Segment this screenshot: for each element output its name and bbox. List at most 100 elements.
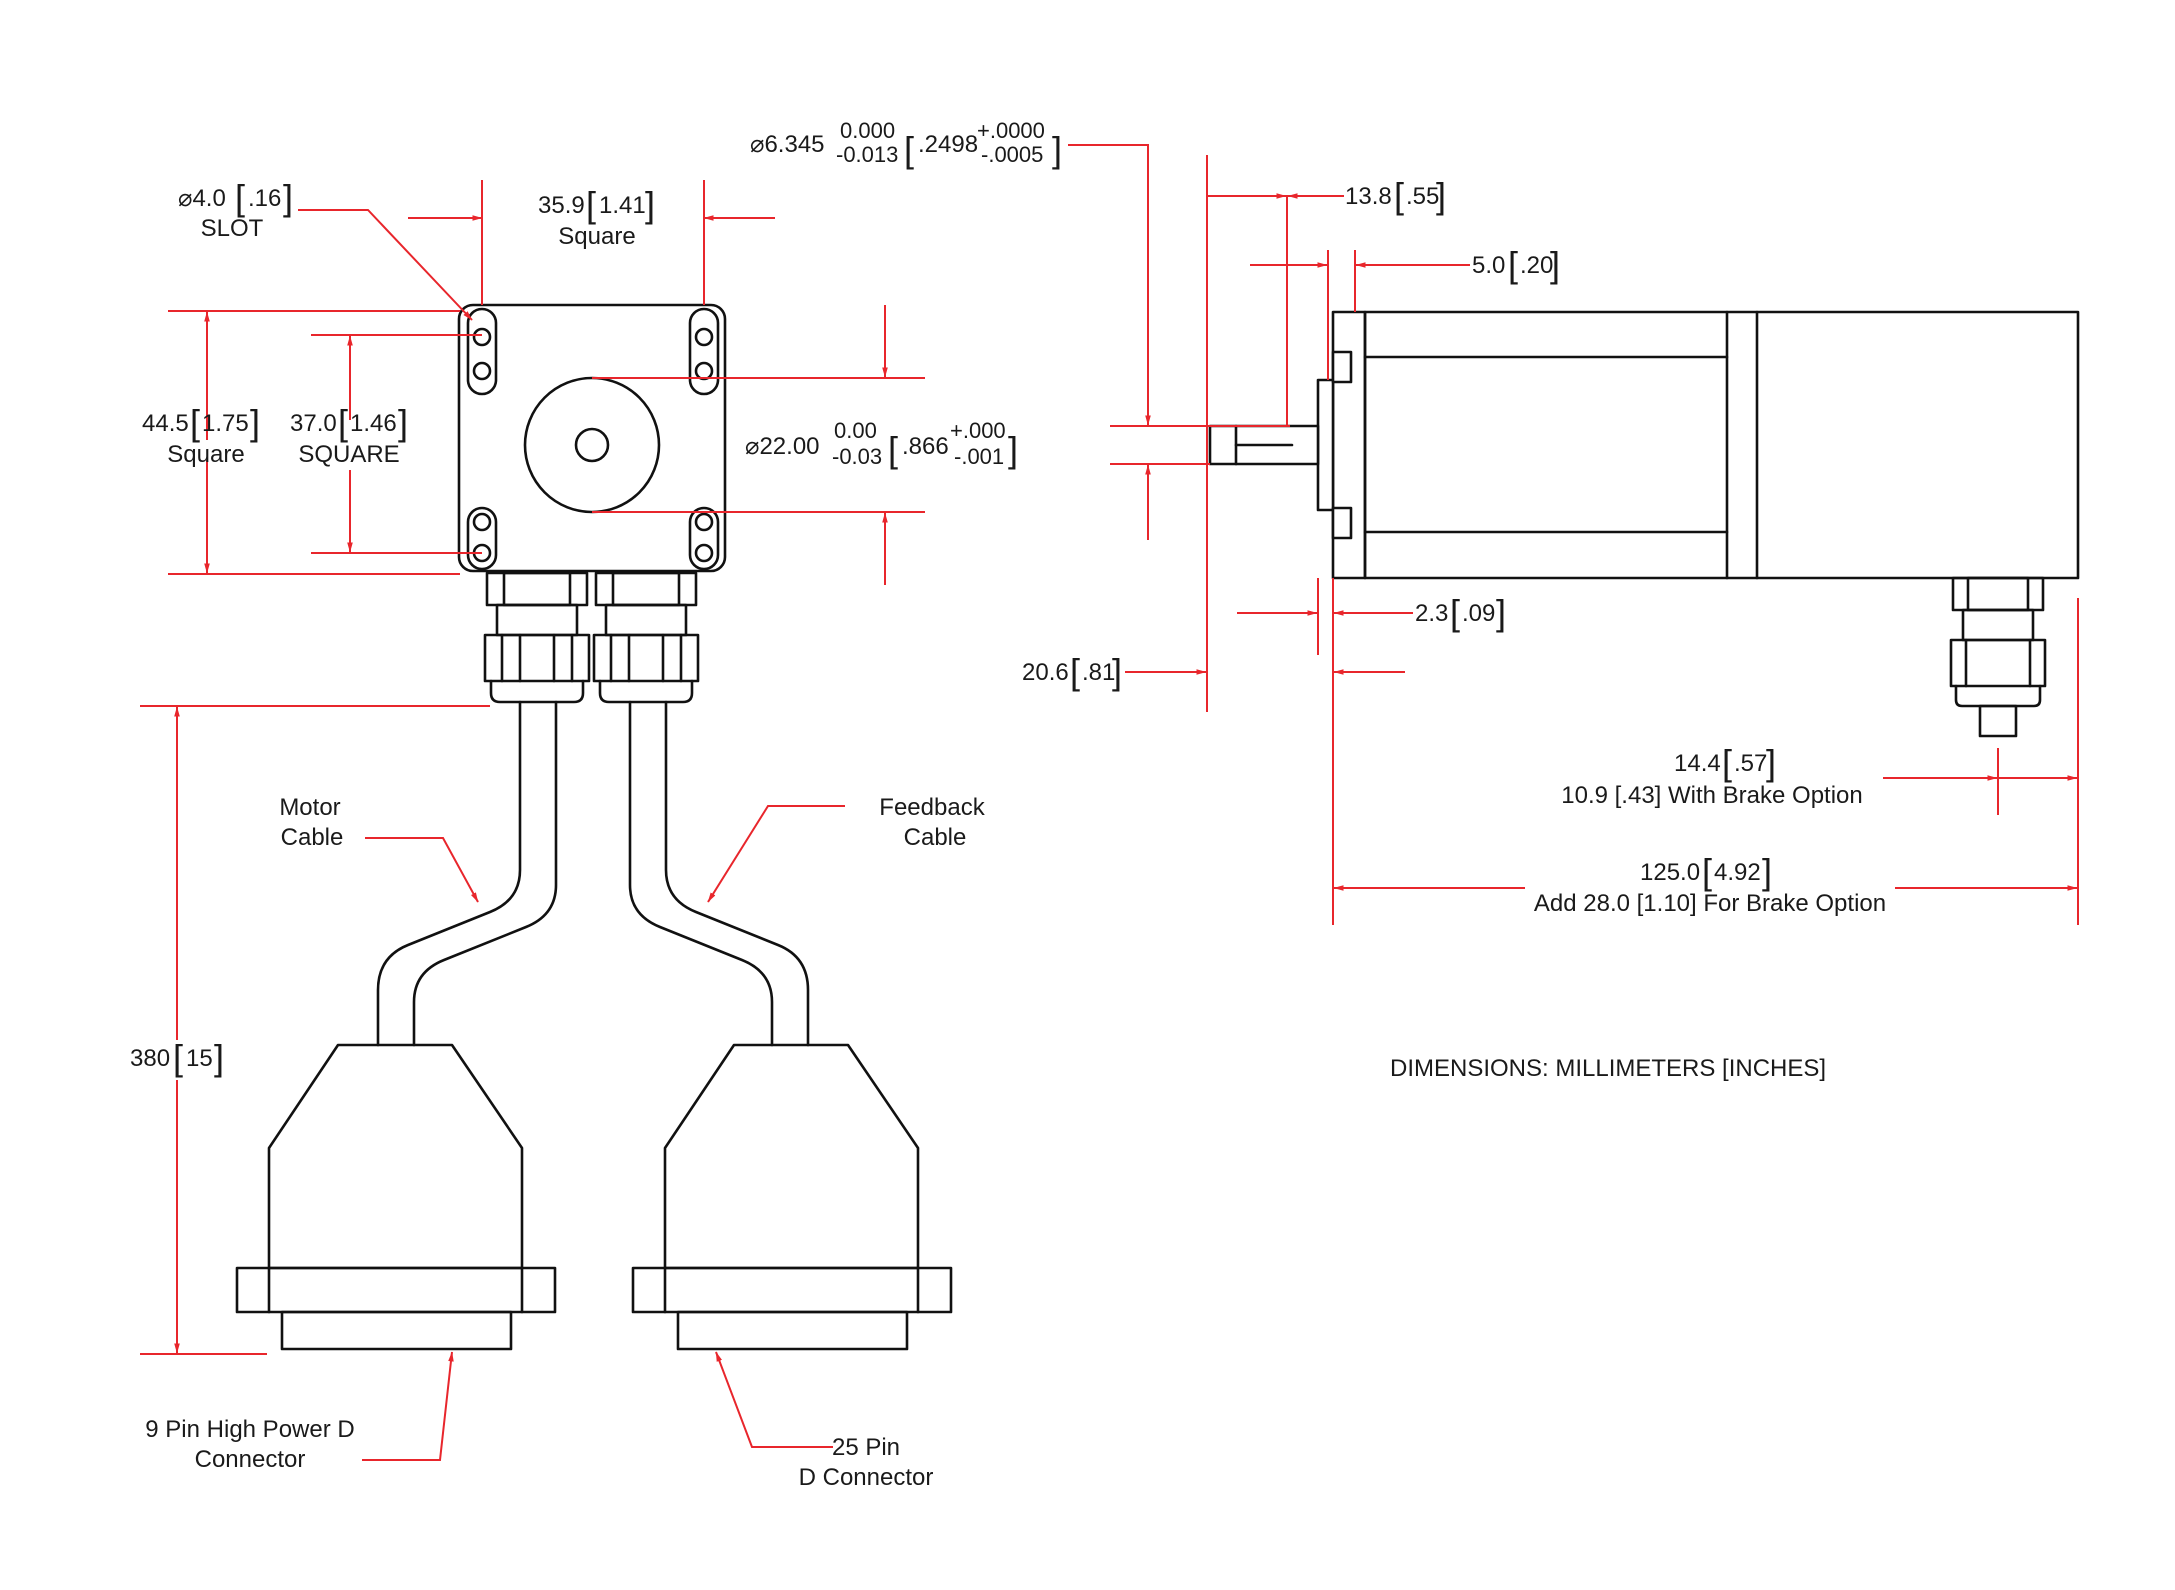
pilot-step bbox=[1316, 378, 1335, 512]
dimension-lines bbox=[140, 144, 2079, 1461]
svg-text:10.9 [.43] With Brake Option: 10.9 [.43] With Brake Option bbox=[1561, 782, 1863, 809]
svg-text:]: ] bbox=[214, 1037, 224, 1078]
svg-text:[: [ bbox=[1508, 244, 1518, 285]
feedback-cable-gland bbox=[592, 571, 700, 704]
svg-text:35.9: 35.9 bbox=[538, 192, 585, 219]
feedback-cable-label: Feedback Cable bbox=[879, 794, 985, 851]
shaft-end-circle bbox=[574, 427, 610, 463]
svg-text:-0.03: -0.03 bbox=[832, 444, 882, 469]
svg-text:]: ] bbox=[1112, 651, 1122, 692]
svg-text:1.46: 1.46 bbox=[350, 410, 397, 437]
svg-text:⌀22.00: ⌀22.00 bbox=[745, 433, 820, 460]
svg-text:1.75: 1.75 bbox=[202, 410, 249, 437]
svg-text:[: [ bbox=[235, 177, 245, 218]
mounting-slot-top-left bbox=[466, 307, 498, 396]
shaft-diameter-dimension-label: ⌀6.345 0.000 -0.013 [ .2498 +.0000 -.000… bbox=[750, 118, 1062, 170]
svg-text:[: [ bbox=[904, 129, 914, 170]
svg-text:Feedback: Feedback bbox=[879, 794, 985, 821]
boss-length-dimension-label: 5.0 [.20] bbox=[1472, 244, 1560, 285]
svg-text:[: [ bbox=[1070, 651, 1080, 692]
svg-text:.55: .55 bbox=[1406, 183, 1439, 210]
side-connector-housing bbox=[1949, 576, 2047, 738]
svg-text:Motor: Motor bbox=[279, 794, 340, 821]
svg-text:]: ] bbox=[1762, 851, 1772, 892]
motor-cable-gland bbox=[483, 571, 591, 704]
svg-text:D Connector: D Connector bbox=[799, 1464, 934, 1491]
svg-text:4.92: 4.92 bbox=[1714, 859, 1761, 886]
shaft-length-dimension-label: 13.8 [.55] bbox=[1345, 175, 1446, 216]
svg-text:Connector: Connector bbox=[195, 1446, 306, 1473]
svg-text:0.00: 0.00 bbox=[834, 418, 877, 443]
units-note: DIMENSIONS: MILLIMETERS [INCHES] bbox=[1390, 1055, 1826, 1082]
svg-text:[: [ bbox=[1450, 592, 1460, 633]
svg-text:]: ] bbox=[250, 402, 260, 443]
connector-offset-dimension-label: 14.4 [.57] 10.9 [.43] With Brake Option bbox=[1561, 742, 1863, 809]
svg-text:[: [ bbox=[586, 184, 596, 225]
svg-text:15: 15 bbox=[186, 1045, 213, 1072]
svg-text:13.8: 13.8 bbox=[1345, 183, 1392, 210]
pilot-diameter-dimension-label: ⌀22.00 0.00 -0.03 [ .866 +.000 -.001 ] bbox=[745, 418, 1018, 470]
twenty-five-pin-d-connector bbox=[631, 1043, 953, 1351]
svg-text:]: ] bbox=[1436, 175, 1446, 216]
svg-text:.57: .57 bbox=[1734, 750, 1767, 777]
svg-text:]: ] bbox=[1550, 244, 1560, 285]
cable-length-dimension-label: 380 [15] bbox=[130, 1037, 224, 1078]
svg-text:]: ] bbox=[283, 177, 293, 218]
motor-cable bbox=[376, 700, 558, 1047]
svg-text:Cable: Cable bbox=[281, 824, 344, 851]
svg-text:SQUARE: SQUARE bbox=[298, 441, 399, 468]
svg-text:+.0000: +.0000 bbox=[977, 118, 1045, 143]
svg-text:2.3: 2.3 bbox=[1415, 600, 1448, 627]
front-length-dimension-label: 20.6 [.81] bbox=[1022, 651, 1122, 692]
front-view bbox=[235, 303, 953, 1351]
svg-text:-.001: -.001 bbox=[954, 444, 1004, 469]
svg-text:.16: .16 bbox=[248, 185, 281, 212]
svg-text:[: [ bbox=[173, 1037, 183, 1078]
svg-text:SLOT: SLOT bbox=[201, 215, 264, 242]
motor-cable-label: Motor Cable bbox=[279, 794, 343, 851]
svg-text:[: [ bbox=[1722, 742, 1732, 783]
motor-body bbox=[1363, 310, 2080, 580]
mounting-slot-bottom-right bbox=[688, 506, 720, 571]
body-length-dimension-label: 125.0 [4.92] Add 28.0 [1.10] For Brake O… bbox=[1534, 851, 1886, 917]
svg-text:[: [ bbox=[1394, 175, 1404, 216]
svg-text:37.0: 37.0 bbox=[290, 410, 337, 437]
svg-text:+.000: +.000 bbox=[950, 418, 1006, 443]
svg-text:1.41: 1.41 bbox=[599, 192, 646, 219]
svg-text:.866: .866 bbox=[902, 433, 949, 460]
flange-thickness-dimension-label: 2.3 [.09] bbox=[1415, 592, 1506, 633]
svg-text:]: ] bbox=[1008, 429, 1018, 470]
svg-text:.2498: .2498 bbox=[918, 131, 978, 158]
svg-text:5.0: 5.0 bbox=[1472, 252, 1505, 279]
feedback-cable bbox=[628, 700, 810, 1047]
svg-text:.20: .20 bbox=[1520, 252, 1553, 279]
mounting-slot-bottom-left bbox=[466, 506, 498, 571]
svg-text:Square: Square bbox=[167, 441, 244, 468]
nine-pin-d-connector bbox=[235, 1043, 557, 1351]
svg-text:25 Pin: 25 Pin bbox=[832, 1434, 900, 1461]
svg-text:]: ] bbox=[1052, 129, 1062, 170]
svg-text:-0.013: -0.013 bbox=[836, 142, 898, 167]
mounting-slot-top-right bbox=[688, 307, 720, 396]
bolt-square-dimension-label: 35.9 [1.41] Square bbox=[538, 184, 655, 250]
svg-text:[: [ bbox=[1702, 851, 1712, 892]
svg-text:[: [ bbox=[338, 402, 348, 443]
svg-text:380: 380 bbox=[130, 1045, 170, 1072]
svg-text:0.000: 0.000 bbox=[840, 118, 895, 143]
twenty-five-pin-connector-label: 25 Pin D Connector bbox=[799, 1434, 934, 1491]
diameter-symbol: ⌀ bbox=[178, 185, 192, 212]
slot-dimension-label: ⌀4.0 [.16] SLOT bbox=[178, 177, 293, 242]
body-square-dimension-label: 44.5 [1.75] Square bbox=[142, 402, 260, 468]
svg-text:]: ] bbox=[1496, 592, 1506, 633]
svg-text:.09: .09 bbox=[1462, 600, 1495, 627]
svg-text:[: [ bbox=[190, 402, 200, 443]
svg-text:.81: .81 bbox=[1082, 659, 1115, 686]
svg-text:⌀6.345: ⌀6.345 bbox=[750, 131, 825, 158]
svg-text:-.0005: -.0005 bbox=[981, 142, 1043, 167]
svg-text:]: ] bbox=[398, 402, 408, 443]
side-view bbox=[1208, 310, 2080, 738]
pilot-boss-circle bbox=[523, 376, 661, 514]
pilot-square-dimension-label: 37.0 [1.46] SQUARE bbox=[290, 402, 408, 468]
svg-text:Cable: Cable bbox=[904, 824, 967, 851]
